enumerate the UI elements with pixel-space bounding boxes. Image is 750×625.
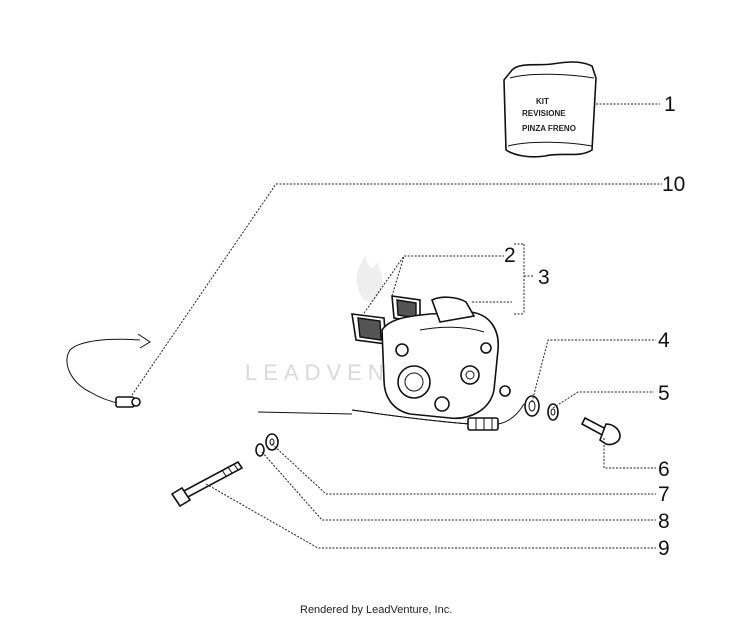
kit-label-line-2: REVISIONE — [522, 109, 566, 118]
callout-7: 7 — [658, 483, 670, 506]
mounting-bolt — [170, 460, 244, 508]
banjo-fitting — [524, 395, 540, 417]
callout-8: 8 — [658, 510, 670, 533]
callout-2: 2 — [504, 244, 516, 267]
washer — [547, 403, 559, 421]
callout-4: 4 — [658, 329, 670, 352]
kit-label-line-1: KIT — [536, 97, 549, 106]
sensor-cable — [66, 333, 151, 408]
callout-3: 3 — [538, 266, 550, 289]
banjo-bolt — [580, 416, 621, 446]
watermark-flame-icon — [356, 255, 383, 302]
mounting-washers — [255, 433, 279, 457]
repair-kit-bag: KIT REVISIONE PINZA FRENO — [503, 61, 597, 158]
brake-caliper — [381, 296, 499, 419]
footer-credit: Rendered by LeadVenture, Inc. — [300, 604, 452, 616]
callout-1: 1 — [664, 93, 676, 116]
callout-5: 5 — [658, 382, 670, 405]
callout-9: 9 — [658, 537, 670, 560]
leader-lines — [129, 103, 662, 549]
brake-hose — [257, 385, 525, 431]
callouts: 1 10 2 3 4 5 6 7 8 9 — [504, 93, 685, 560]
kit-label-line-3: PINZA FRENO — [522, 124, 576, 133]
brake-pads — [351, 295, 421, 345]
callout-10: 10 — [662, 173, 685, 196]
callout-6: 6 — [658, 458, 670, 481]
